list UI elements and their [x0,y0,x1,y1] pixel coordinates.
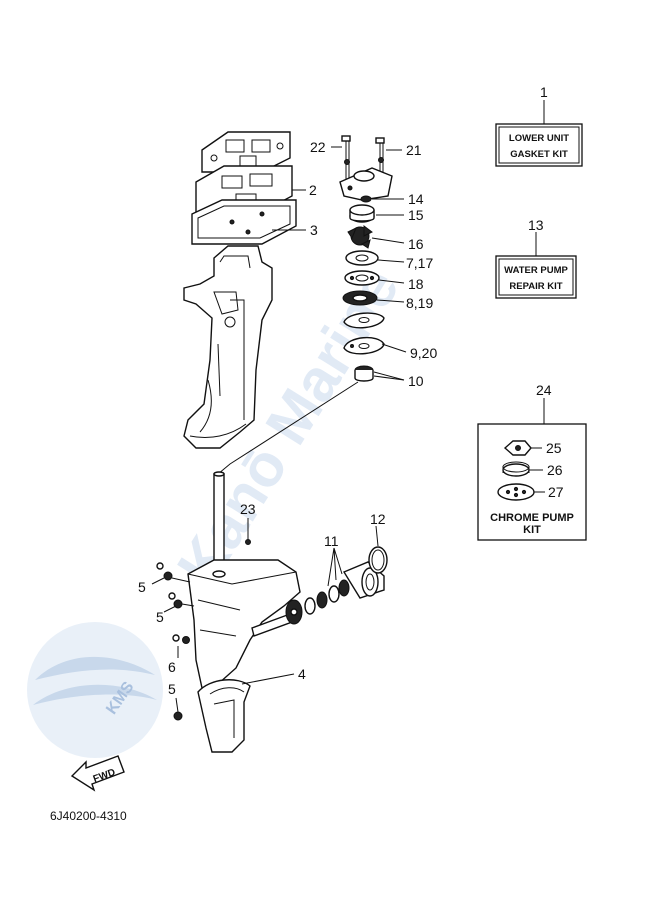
callout-5-top: 5 [138,579,146,595]
fastener-5-top: 5 [138,562,191,595]
callout-11: 11 [324,533,339,549]
callout-6: 6 [168,659,176,675]
kit-chrome-pump-line1: CHROME PUMP [490,512,574,524]
kit-lower-unit-gasket: 1 LOWER UNIT GASKET KIT [495,84,583,167]
kit-chrome-pump-line2: KIT [523,524,541,536]
pump-housing [339,167,393,201]
kit-lower-unit-gasket-line2: GASKET KIT [510,149,568,160]
callout-21: 21 [406,142,422,158]
kit-lower-unit-gasket-line1: LOWER UNIT [509,133,569,144]
callout-12: 12 [370,511,386,527]
drive-shaft-leader [217,381,359,475]
callout-3: 3 [310,222,318,238]
drive-shaft [213,471,225,575]
kit-water-pump-repair-line1: WATER PUMP [504,265,568,276]
kit-water-pump-repair-number: 13 [528,217,544,233]
impeller-16: 16 [347,225,424,252]
callout-5-middle: 5 [156,609,164,625]
plate-unlabeled [343,312,385,329]
part-15: 15 [349,204,424,223]
fastener-5-middle: 5 [156,592,195,625]
part-10: 10 [354,365,424,389]
part-7-17: 7,17 [345,250,433,271]
kit-chrome-pump-number: 24 [536,382,552,398]
callout-23: 23 [240,501,256,517]
callout-27: 27 [548,484,564,500]
part-9-20: 9,20 [343,337,437,361]
kit-chrome-pump: 24 25 26 27 CHROME PUMP KIT [477,382,587,541]
kit-water-pump-repair: 13 WATER PUMP REPAIR KIT [495,217,577,299]
lower-casing [187,559,301,689]
part-18: 18 [344,270,424,292]
fastener-5-bottom: 5 [168,681,183,721]
callout-7-17: 7,17 [406,255,433,271]
fwd-arrow-icon: FWD [70,755,125,792]
part-23: 23 [240,501,256,545]
kit-lower-unit-gasket-number: 1 [540,84,548,100]
top-gasket-plate [201,131,291,173]
callout-9-20: 9,20 [410,345,437,361]
callout-4: 4 [298,666,306,682]
fastener-6: 6 [168,634,190,675]
bolt-22: 22 [310,135,351,186]
o-ring-12: 12 [368,511,388,574]
callout-5-bottom: 5 [168,681,176,697]
callout-10: 10 [408,373,424,389]
callout-26: 26 [547,462,563,478]
gasket-3: 3 [191,199,318,245]
bearing-stack-11: 11 [285,533,385,625]
callout-14: 14 [408,191,424,207]
callout-2: 2 [309,182,317,198]
skeg-4: 4 [197,666,306,753]
diagram-code: 6J40200-4310 [50,809,127,823]
callout-8-19: 8,19 [406,295,433,311]
callout-25: 25 [546,440,562,456]
callout-18: 18 [408,276,424,292]
callout-22: 22 [310,139,326,155]
callout-15: 15 [408,207,424,223]
watermark-logo: KMS [27,622,163,758]
callout-16: 16 [408,236,424,252]
part-14: 14 [360,191,424,207]
kit-water-pump-repair-line2: REPAIR KIT [509,281,562,292]
upper-casing [183,245,273,449]
part-8-19: 8,19 [342,290,433,311]
